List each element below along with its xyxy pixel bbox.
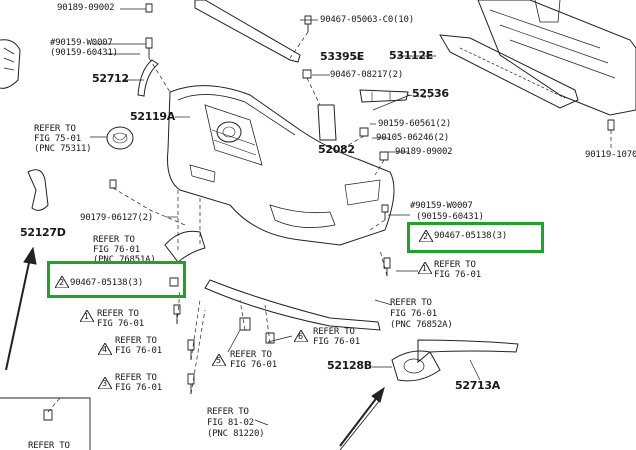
refer-pnc-76851a: (PNC 76851A) — [93, 255, 156, 265]
part-number-53395e: 53395E — [320, 50, 364, 63]
part-number-52082: 52082 — [318, 143, 355, 156]
part-number-90119: 90119-1070 — [585, 150, 636, 160]
refer-pnc-75311: (PNC 75311) — [34, 144, 92, 154]
part-number-90159-60561: 90159-60561(2) — [378, 119, 452, 129]
refer-fig-t6: FIG 76-01 — [313, 337, 360, 347]
highlight-box-left — [47, 261, 186, 298]
triangle-1-left-icon: 1 — [80, 310, 94, 322]
refer-label-76852a: REFER TO — [390, 298, 432, 308]
bracket-52082 — [317, 104, 337, 141]
part-number-90467-05138-right: 90467-05138(3) — [434, 231, 508, 241]
triangle-2-right-icon: 2 — [419, 230, 433, 242]
bracket-52536 — [359, 89, 409, 103]
part-number-52119a: 52119A — [130, 110, 175, 123]
part-number-52536: 52536 — [412, 87, 449, 100]
part-number-53112e: 53112E — [389, 49, 433, 62]
upper-strip — [194, 0, 301, 63]
triangle-2-left-icon: 2 — [55, 276, 69, 288]
triangle-5-icon: 5 — [212, 354, 226, 366]
refer-fig-81: FIG 81-02 — [207, 418, 254, 428]
refer-fig-t4: FIG 76-01 — [115, 346, 162, 356]
part-number-52128b: 52128B — [327, 359, 372, 372]
part-number-90159-w0007-top: #90159-W0007 — [50, 38, 113, 48]
highlight-box-right — [407, 222, 544, 253]
part-number-90105-06246: 90105-06246(2) — [376, 133, 450, 143]
lower-spoiler-left — [164, 230, 206, 263]
refer-label-t4: REFER TO — [115, 336, 157, 346]
grille-reinforcement — [477, 0, 636, 116]
refer-fig-t1-left: FIG 76-01 — [97, 319, 144, 329]
trim-52713a — [417, 339, 519, 364]
refer-fig-75: FIG 75-01 — [34, 134, 81, 144]
refer-pnc-76852a: (PNC 76852A) — [390, 320, 453, 330]
refer-label-81: REFER TO — [207, 407, 249, 417]
refer-fig-t3: FIG 76-01 — [115, 383, 162, 393]
refer-label-t1-left: REFER TO — [97, 309, 139, 319]
refer-label-t1-right: REFER TO — [434, 260, 476, 270]
part-number-52712: 52712 — [92, 72, 129, 85]
part-number-90467-08217: 90467-08217(2) — [330, 70, 404, 80]
refer-fig-t5: FIG 76-01 — [230, 360, 277, 370]
refer-label-t3: REFER TO — [115, 373, 157, 383]
part-number-90159-w0007-right: #90159-W0007 — [410, 201, 473, 211]
refer-label-t5: REFER TO — [230, 350, 272, 360]
fog-cover-52128b — [391, 350, 441, 382]
triangle-6-icon: 6 — [294, 330, 308, 342]
part-number-90189-top: 90189-09002 — [57, 3, 115, 13]
left-grille-fragment — [0, 39, 21, 89]
refer-label-bottom-left: REFER TO — [28, 441, 70, 450]
refer-fig-76851a: FIG 76-01 — [93, 245, 140, 255]
refer-label-75: REFER TO — [34, 124, 76, 134]
part-number-90467-05138-left: 90467-05138(3) — [70, 278, 144, 288]
refer-fig-t1-right: FIG 76-01 — [434, 270, 481, 280]
refer-fig-76852a: FIG 76-01 — [390, 309, 437, 319]
triangle-3-icon: 3 — [98, 377, 112, 389]
lower-grille-bar — [439, 34, 579, 109]
refer-pnc-81220: (PNC 81220) — [207, 429, 265, 439]
part-number-90179: 90179-06127(2) — [80, 213, 154, 223]
bracket-52712 — [137, 59, 159, 97]
part-number-90189-09002-mid: 90189-09002 — [395, 147, 453, 157]
refer-label-t6: REFER TO — [313, 327, 355, 337]
triangle-4-icon: 4 — [98, 343, 112, 355]
refer-label-76851a: REFER TO — [93, 235, 135, 245]
part-number-90467-05063: 90467-05063-C0(10) — [320, 15, 414, 25]
triangle-1-right-icon: 1 — [418, 262, 432, 274]
part-number-52127d: 52127D — [20, 226, 66, 239]
lower-spoiler-center — [204, 279, 381, 331]
part-number-90159-60431-right: (90159-60431) — [416, 212, 484, 222]
bumper-cover — [167, 85, 395, 246]
part-number-52713a: 52713A — [455, 379, 500, 392]
emblem — [106, 126, 134, 150]
side-piece-52127d — [27, 169, 49, 211]
part-number-90159-60431-top: (90159-60431) — [50, 48, 118, 58]
